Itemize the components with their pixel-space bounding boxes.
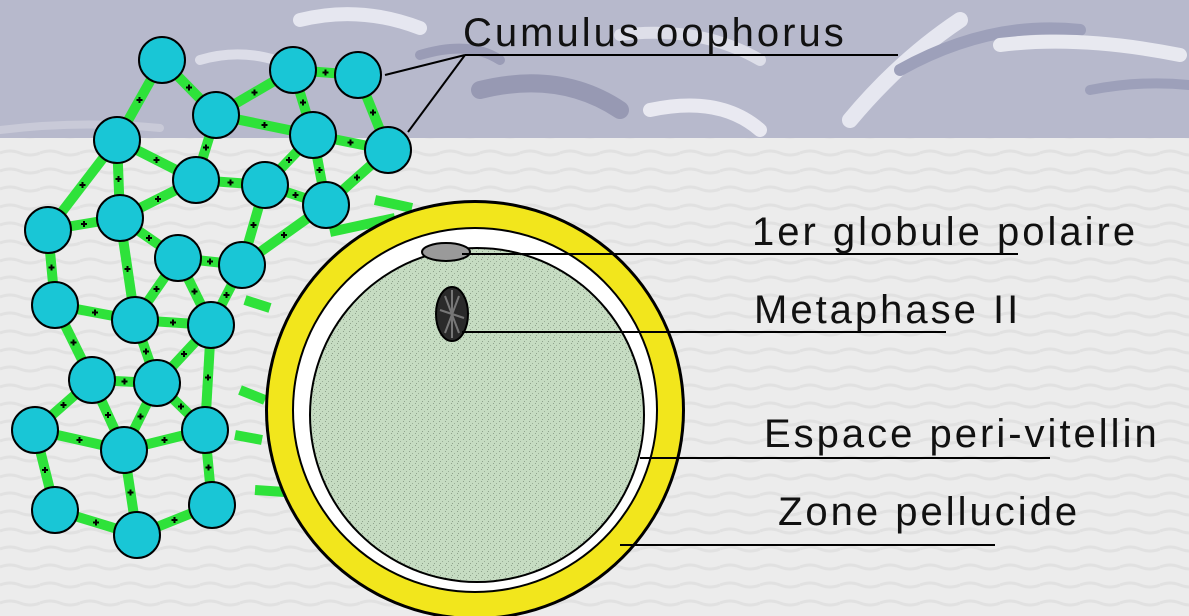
label-first-polar-body: 1er globule polaire xyxy=(752,212,1138,252)
cumulus-cell xyxy=(188,302,234,348)
label-metaphase-ii: Metaphase II xyxy=(754,290,1021,330)
label-perivitelline-space: Espace peri-vitellin xyxy=(764,414,1160,454)
cumulus-cell xyxy=(134,360,180,406)
cumulus-cell xyxy=(219,242,265,288)
oocyte xyxy=(265,200,685,616)
cumulus-cell xyxy=(32,282,78,328)
cumulus-cell xyxy=(189,482,235,528)
cumulus-cell xyxy=(12,407,58,453)
cumulus-cell xyxy=(182,407,228,453)
cumulus-cell xyxy=(155,235,201,281)
cumulus-cell xyxy=(365,127,411,173)
cumulus-cell xyxy=(32,487,78,533)
ooplasm xyxy=(311,249,643,581)
cumulus-cell xyxy=(242,162,288,208)
cumulus-cell xyxy=(335,52,381,98)
polar-body xyxy=(422,243,470,261)
cumulus-cell xyxy=(303,182,349,228)
cumulus-cell xyxy=(290,112,336,158)
cumulus-cell xyxy=(101,427,147,473)
cumulus-cell xyxy=(193,92,239,138)
cumulus-cell xyxy=(97,195,143,241)
cumulus-cell xyxy=(112,297,158,343)
label-zona-pellucida: Zone pellucide xyxy=(778,492,1080,532)
cumulus-cell xyxy=(114,512,160,558)
cumulus-cell xyxy=(69,357,115,403)
cumulus-cell xyxy=(139,37,185,83)
zona-junction xyxy=(255,490,285,492)
cumulus-cell xyxy=(270,47,316,93)
cumulus-cell xyxy=(94,117,140,163)
label-cumulus-oophorus: Cumulus oophorus xyxy=(463,13,847,53)
cumulus-cell xyxy=(25,207,71,253)
cumulus-cell xyxy=(173,157,219,203)
zona-junction xyxy=(235,435,262,440)
